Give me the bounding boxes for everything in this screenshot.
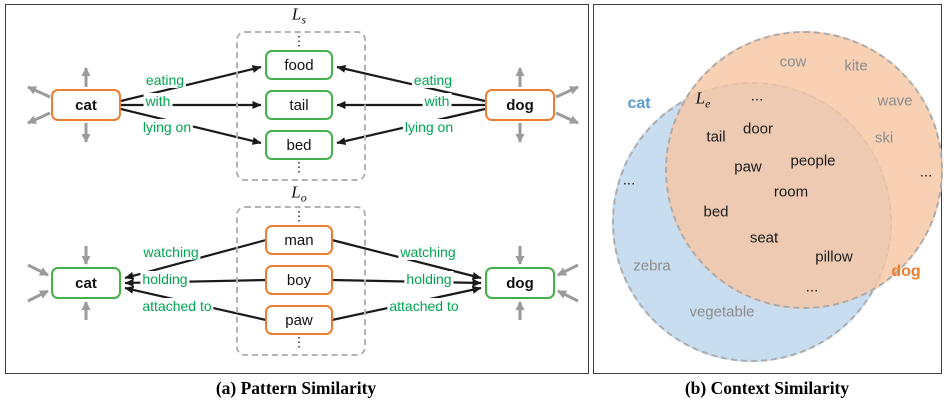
venn-dog-label: dog	[891, 263, 921, 280]
venn-word-wave: wave	[877, 92, 913, 110]
edge-label-lying-on-left: lying on	[140, 119, 194, 135]
venn-word-cow: cow	[779, 53, 807, 71]
venn-circle-dog	[665, 31, 943, 309]
edge-label-attached-to-right: attached to	[387, 298, 461, 314]
node-paw: paw	[265, 305, 333, 335]
edge-label-attached-to-left: attached to	[140, 298, 214, 314]
edge-label-eating-right: eating	[411, 72, 455, 88]
venn-word-seat: seat	[749, 229, 779, 247]
node-man: man	[265, 225, 333, 255]
node-bed: bed	[265, 130, 333, 160]
object-dots-bottom: ⋮	[292, 334, 306, 350]
venn-word-ellipsis: ...	[750, 87, 764, 105]
venn-word-pillow: pillow	[815, 248, 853, 266]
object-dots-top: ⋮	[292, 208, 306, 224]
venn-intersection-label: Le	[695, 88, 711, 111]
subject-dots-top: ⋮	[292, 33, 306, 49]
venn-cat-label: cat	[627, 95, 651, 112]
venn-word-room: room	[773, 183, 809, 201]
object-set-label: Lo	[291, 182, 307, 205]
node-food: food	[265, 50, 333, 80]
edge-label-holding-left: holding	[140, 271, 190, 287]
edge-label-eating-left: eating	[143, 72, 187, 88]
venn-word-zebra: zebra	[633, 257, 671, 275]
node-dog-subject: dog	[485, 89, 555, 121]
caption-context-similarity: (b) Context Similarity	[684, 378, 850, 398]
venn-word-ellipsis: ...	[805, 278, 819, 296]
node-cat-object: cat	[51, 267, 121, 299]
venn-word-people: people	[790, 152, 836, 170]
venn-word-ellipsis: ...	[919, 163, 933, 181]
node-tail: tail	[265, 90, 333, 120]
venn-word-ski: ski	[874, 129, 894, 147]
edge-label-with-right: with	[422, 93, 452, 109]
venn-word-bed: bed	[703, 203, 729, 221]
venn-word-door: door	[742, 120, 774, 138]
node-cat-subject: cat	[51, 89, 121, 121]
node-boy: boy	[265, 265, 333, 295]
edge-label-lying-on-right: lying on	[402, 119, 456, 135]
node-dog-object: dog	[485, 267, 555, 299]
edge-label-watching-left: watching	[141, 244, 201, 260]
edge-label-holding-right: holding	[404, 271, 454, 287]
subject-set-label: Ls	[291, 4, 307, 27]
caption-pattern-similarity: (a) Pattern Similarity	[215, 378, 377, 398]
venn-word-tail: tail	[706, 128, 726, 146]
venn-word-kite: kite	[844, 57, 868, 75]
venn-word-vegetable: vegetable	[689, 303, 755, 321]
edge-label-with-left: with	[143, 93, 173, 109]
edge-label-watching-right: watching	[398, 244, 458, 260]
subject-dots-bottom: ⋮	[292, 159, 306, 175]
venn-word-paw: paw	[734, 158, 762, 176]
venn-word-ellipsis: ...	[622, 171, 636, 189]
